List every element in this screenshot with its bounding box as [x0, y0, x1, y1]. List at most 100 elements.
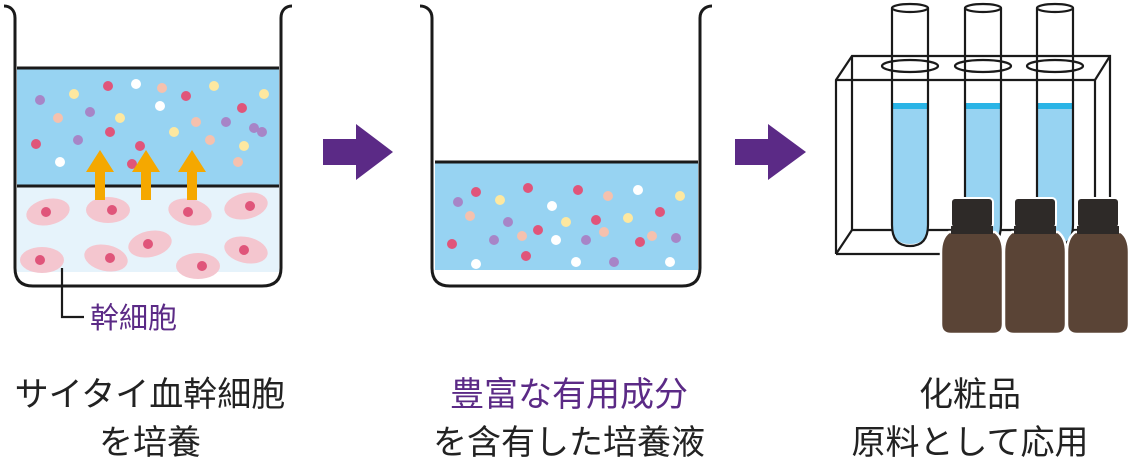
- nutrient-dot: [465, 211, 475, 221]
- nutrient-dot: [599, 227, 609, 237]
- nutrient-dot: [53, 113, 63, 123]
- nutrient-dot: [609, 257, 619, 267]
- test-tubes: [880, 2, 1085, 248]
- beaker-with-medium-icon: [419, 4, 713, 288]
- nutrient-dot: [239, 141, 249, 151]
- nutrient-dot: [157, 83, 167, 93]
- nutrient-dot: [181, 91, 191, 101]
- nutrient-dot: [503, 217, 513, 227]
- nutrient-dot: [205, 135, 215, 145]
- nutrient-dots: [447, 183, 685, 269]
- bottle-cap: [1013, 197, 1057, 229]
- nutrient-dot: [633, 185, 643, 195]
- leader-line: [60, 268, 84, 319]
- bottle-cap: [1076, 197, 1120, 229]
- step3-caption-line2: 原料として応用: [851, 423, 1089, 463]
- bottle-cap: [950, 197, 994, 229]
- bottle-body: [1065, 230, 1128, 336]
- nutrient-dot: [115, 113, 125, 123]
- nutrient-dot: [155, 101, 165, 111]
- nutrient-dot: [471, 259, 481, 269]
- nutrient-dot: [533, 225, 543, 235]
- cell-nucleus: [107, 205, 117, 215]
- rack-hole: [953, 58, 1013, 74]
- tube-rim: [890, 2, 930, 14]
- nutrient-dot: [581, 235, 591, 245]
- nutrient-dot: [259, 89, 269, 99]
- bottle-body: [1002, 230, 1068, 336]
- nutrient-dots: [31, 79, 269, 169]
- tube-liquid-surface: [965, 103, 1001, 109]
- right-arrow-icon: [735, 124, 806, 180]
- nutrient-dot: [623, 213, 633, 223]
- tube-liquid-surface: [892, 103, 928, 109]
- cell-nucleus: [35, 255, 45, 265]
- nutrient-dot: [249, 123, 259, 133]
- nutrient-dot: [521, 251, 531, 261]
- nutrient-dot: [647, 231, 657, 241]
- tube-liquid: [892, 105, 928, 244]
- nutrient-dot: [191, 117, 201, 127]
- nutrient-dot: [127, 159, 137, 169]
- cell-nucleus: [41, 207, 51, 217]
- nutrient-dot: [31, 139, 41, 149]
- nutrient-dot: [131, 79, 141, 89]
- rack-hole: [880, 58, 940, 74]
- up-arrow: [132, 150, 160, 200]
- nutrient-dot: [523, 183, 533, 193]
- nutrient-dot: [517, 231, 527, 241]
- nutrient-dot: [209, 81, 219, 91]
- nutrient-dot: [447, 239, 457, 249]
- nutrient-dot: [233, 157, 243, 167]
- nutrient-dot: [675, 191, 685, 201]
- beaker-outline: [419, 4, 713, 288]
- nutrient-dot: [69, 89, 79, 99]
- nutrient-dot: [257, 127, 267, 137]
- step1-caption-line2: を培養: [99, 423, 201, 463]
- cell-nucleus: [105, 253, 115, 263]
- nutrient-dot: [35, 95, 45, 105]
- up-arrow: [86, 150, 114, 200]
- nutrient-dot: [495, 195, 505, 205]
- nutrient-dot: [571, 257, 581, 267]
- bottle-neck: [1077, 226, 1119, 234]
- tube-rim: [963, 2, 1003, 14]
- step2-caption-line2: を含有した培養液: [433, 423, 705, 463]
- cosmetic-bottles-icon: [939, 197, 1128, 336]
- bottle-neck: [951, 226, 993, 234]
- up-arrow: [178, 150, 206, 200]
- test-tube: [890, 8, 930, 248]
- nutrient-dot: [85, 107, 95, 117]
- cell-nucleus: [245, 201, 255, 211]
- tube-rim: [1035, 2, 1075, 14]
- tube-liquid-surface: [1037, 103, 1073, 109]
- stem-cell-label: 幹細胞: [90, 301, 178, 335]
- nutrient-dot: [603, 191, 613, 201]
- nutrient-dot: [635, 237, 645, 247]
- nutrient-dot: [73, 135, 83, 145]
- nutrient-dot: [169, 127, 179, 137]
- nutrient-dot: [489, 235, 499, 245]
- stem-cells: [20, 192, 268, 279]
- nutrient-dot: [573, 185, 583, 195]
- nutrient-dot: [453, 197, 463, 207]
- nutrient-dot: [547, 201, 557, 211]
- nutrient-dot: [655, 207, 665, 217]
- cell-nucleus: [143, 239, 153, 249]
- beaker-outline: [3, 4, 293, 288]
- step1-caption-line1: サイタイ血幹細胞: [14, 375, 286, 415]
- nutrient-dot: [221, 117, 231, 127]
- rack-hole: [1025, 58, 1085, 74]
- nutrient-dot: [135, 141, 145, 151]
- step3-caption-line1: 化粧品: [919, 375, 1021, 415]
- beaker-with-cells-icon: [3, 4, 293, 319]
- nutrient-dot: [55, 157, 65, 167]
- nutrient-dot: [551, 235, 561, 245]
- nutrient-dot: [471, 187, 481, 197]
- step2-caption-line1: 豊富な有用成分: [450, 375, 688, 415]
- upward-arrows: [86, 150, 206, 200]
- nutrient-dot: [671, 233, 681, 243]
- nutrient-dot: [665, 257, 675, 267]
- nutrient-dot: [103, 81, 113, 91]
